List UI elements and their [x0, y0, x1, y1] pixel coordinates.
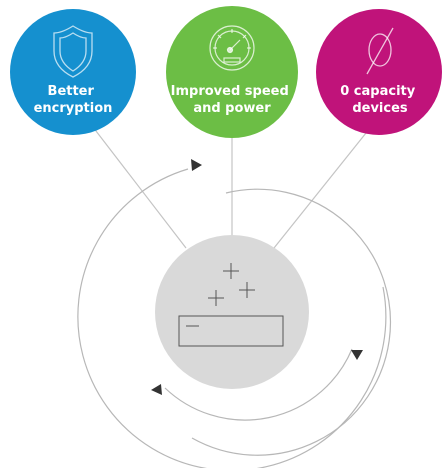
- svg-text:0 capacity devices: 0 capacity devices: [340, 84, 420, 116]
- svg-text:Improved speed and power: Improved speed and power: [171, 84, 294, 116]
- arrowhead-left: [151, 384, 162, 395]
- connector-line-capacity: [273, 117, 379, 249]
- connector-lines: [85, 117, 379, 249]
- badge-speed: Improved speed and power: [166, 6, 298, 138]
- arrowhead-top: [191, 159, 202, 171]
- connector-line-encryption: [85, 117, 187, 249]
- speedometer-icon: [209, 25, 255, 71]
- inner-cycle-arc: [164, 348, 353, 421]
- svg-text:Better encryption: Better encryption: [34, 84, 113, 116]
- empty-set-icon: [366, 27, 394, 75]
- shield-icon: [53, 25, 93, 78]
- badge-label-speed-line2: and power: [193, 101, 271, 116]
- outer-cycle-arc: [77, 168, 387, 468]
- badge-label-capacity-line1: 0 capacity: [340, 84, 416, 99]
- badge-circle-encryption: [10, 9, 136, 135]
- battery-body: [178, 315, 284, 347]
- badge-circle-capacity: [316, 9, 442, 135]
- battery-icon: [178, 263, 284, 347]
- badge-label-capacity-line2: devices: [352, 101, 408, 116]
- badge-label-speed-line1: Improved speed: [171, 84, 289, 99]
- middle-cycle-arc: [191, 188, 392, 456]
- badge-encryption: Better encryption: [10, 9, 136, 135]
- cycle-arrows: [151, 159, 363, 395]
- badge-label-encryption-line1: Better: [48, 84, 95, 99]
- badge-capacity: 0 capacity devices: [316, 9, 442, 135]
- cycle-rings: [77, 168, 392, 468]
- battery-node: [155, 235, 309, 389]
- arrowhead-right: [351, 350, 363, 360]
- battery-circle: [155, 235, 309, 389]
- badge-circle-speed: [166, 6, 298, 138]
- badge-label-encryption-line2: encryption: [34, 101, 113, 116]
